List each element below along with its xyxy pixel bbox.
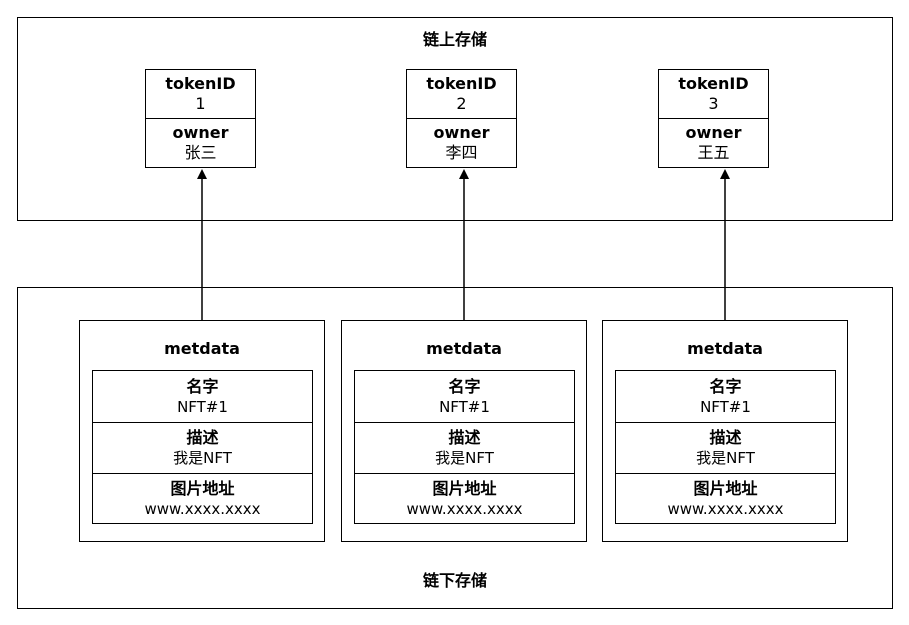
name-value: NFT#1	[439, 397, 490, 416]
image-url-row: 图片地址 www.xxxx.xxxx	[355, 473, 574, 524]
metadata-fields: 名字 NFT#1 描述 我是NFT 图片地址 www.xxxx.xxxx	[354, 370, 575, 524]
token-id-cell: tokenID 1	[146, 70, 255, 118]
onchain-storage-title: 链上存储	[422, 30, 487, 49]
name-value: NFT#1	[700, 397, 751, 416]
owner-label: owner	[172, 123, 229, 142]
token-card-1: tokenID 1 owner 张三	[145, 69, 256, 168]
metadata-fields: 名字 NFT#1 描述 我是NFT 图片地址 www.xxxx.xxxx	[615, 370, 836, 524]
image-url-value: www.xxxx.xxxx	[406, 500, 523, 518]
description-row: 描述 我是NFT	[93, 422, 312, 473]
owner-value: 王五	[697, 143, 730, 162]
owner-cell: owner 王五	[659, 118, 768, 167]
metadata-title: metdata	[164, 339, 240, 358]
owner-cell: owner 张三	[146, 118, 255, 167]
image-url-label: 图片地址	[432, 479, 497, 498]
token-card-3: tokenID 3 owner 王五	[658, 69, 769, 168]
name-label: 名字	[709, 376, 742, 396]
token-id-cell: tokenID 2	[407, 70, 516, 118]
offchain-storage-title: 链下存储	[422, 571, 487, 590]
owner-label: owner	[433, 123, 490, 142]
token-id-label: tokenID	[678, 74, 749, 93]
token-id-value: 3	[708, 94, 719, 113]
owner-cell: owner 李四	[407, 118, 516, 167]
metadata-card-3: metdata 名字 NFT#1 描述 我是NFT 图片地址 www.xxxx.…	[602, 320, 848, 542]
token-id-cell: tokenID 3	[659, 70, 768, 118]
description-value: 我是NFT	[435, 449, 494, 467]
description-row: 描述 我是NFT	[355, 422, 574, 473]
metadata-card-2: metdata 名字 NFT#1 描述 我是NFT 图片地址 www.xxxx.…	[341, 320, 587, 542]
token-id-label: tokenID	[426, 74, 497, 93]
name-row: 名字 NFT#1	[93, 371, 312, 422]
metadata-card-1: metdata 名字 NFT#1 描述 我是NFT 图片地址 www.xxxx.…	[79, 320, 325, 542]
description-value: 我是NFT	[173, 449, 232, 467]
image-url-value: www.xxxx.xxxx	[667, 500, 784, 518]
metadata-title: metdata	[687, 339, 763, 358]
image-url-label: 图片地址	[693, 479, 758, 498]
description-label: 描述	[709, 428, 742, 447]
name-label: 名字	[448, 376, 481, 396]
description-value: 我是NFT	[696, 449, 755, 467]
token-id-value: 1	[195, 94, 206, 113]
token-id-value: 2	[456, 94, 467, 113]
image-url-label: 图片地址	[170, 479, 235, 498]
description-row: 描述 我是NFT	[616, 422, 835, 473]
description-label: 描述	[186, 428, 219, 447]
metadata-fields: 名字 NFT#1 描述 我是NFT 图片地址 www.xxxx.xxxx	[92, 370, 313, 524]
name-label: 名字	[186, 376, 219, 396]
token-id-label: tokenID	[165, 74, 236, 93]
image-url-row: 图片地址 www.xxxx.xxxx	[93, 473, 312, 524]
image-url-value: www.xxxx.xxxx	[144, 500, 261, 518]
description-label: 描述	[448, 428, 481, 447]
metadata-title: metdata	[426, 339, 502, 358]
token-card-2: tokenID 2 owner 李四	[406, 69, 517, 168]
name-row: 名字 NFT#1	[616, 371, 835, 422]
offchain-storage-frame: 链下存储	[17, 287, 893, 609]
owner-value: 李四	[445, 143, 478, 162]
onchain-storage-frame: 链上存储	[17, 17, 893, 221]
name-row: 名字 NFT#1	[355, 371, 574, 422]
name-value: NFT#1	[177, 397, 228, 416]
image-url-row: 图片地址 www.xxxx.xxxx	[616, 473, 835, 524]
owner-label: owner	[685, 123, 742, 142]
owner-value: 张三	[184, 143, 217, 162]
